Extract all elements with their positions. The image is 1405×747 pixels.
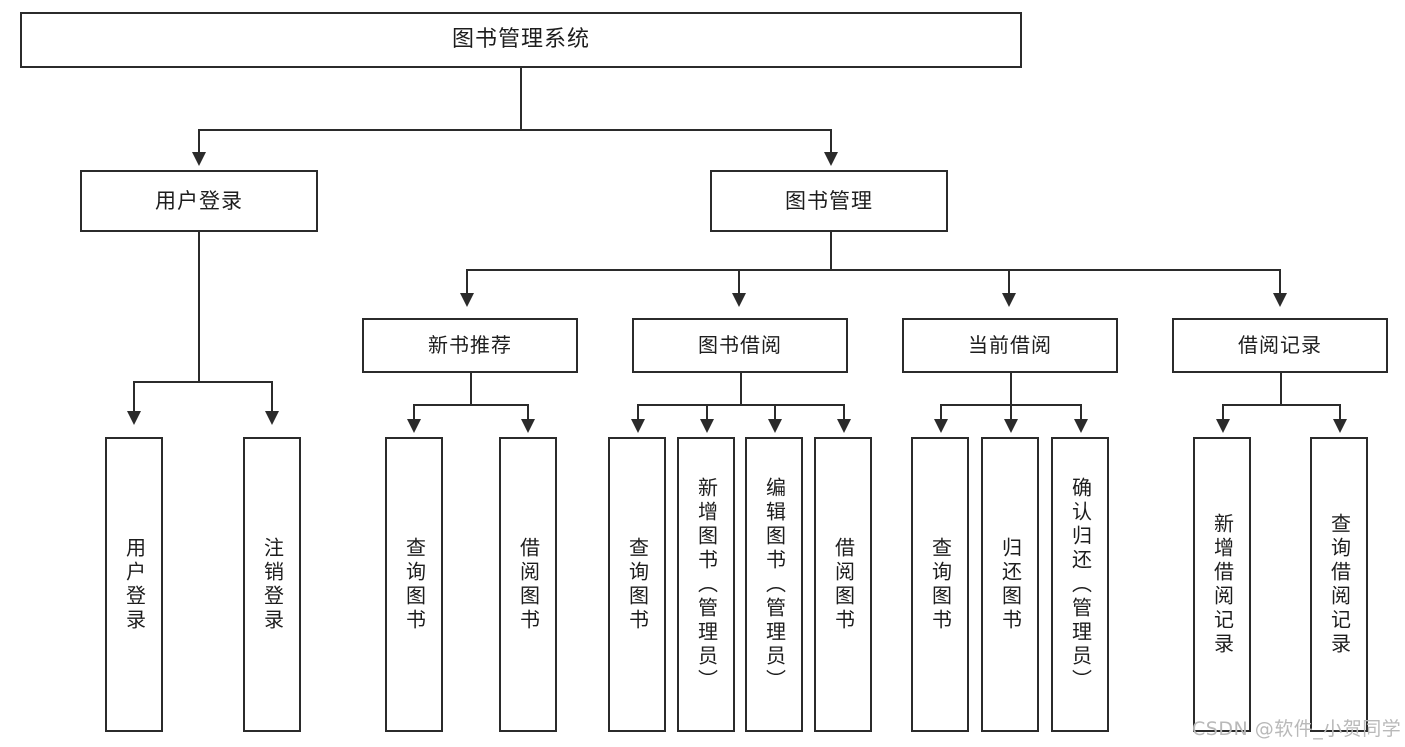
leaf-user-login[interactable]: 用户登录: [105, 437, 163, 732]
node-user-login[interactable]: 用户登录: [80, 170, 318, 232]
connector-br-bus: [1222, 404, 1339, 406]
leaf-bb-query-book[interactable]: 查询图书: [608, 437, 666, 732]
arrowhead-bm-to-book-borrow: [732, 293, 746, 307]
connector-cb-leaf-2: [1010, 404, 1012, 420]
connector-root-stem: [520, 68, 522, 130]
connector-br-leaf-1: [1222, 404, 1224, 420]
leaf-logout-label: 注销登录: [260, 536, 285, 633]
node-new-book-recommend-label: 新书推荐: [428, 333, 512, 357]
connector-root-to-book-management: [830, 129, 832, 154]
arrowhead-bm-to-borrow-record: [1273, 293, 1287, 307]
leaf-cb-return-book-label: 归还图书: [998, 536, 1023, 633]
node-root-label: 图书管理系统: [451, 27, 590, 53]
connector-user-login-to-leaf-1: [133, 381, 135, 413]
connector-user-login-to-leaf-2: [271, 381, 273, 413]
connector-nbr-stem: [470, 373, 472, 405]
leaf-cb-confirm-return-admin[interactable]: 确认归还（管理员）: [1051, 437, 1109, 732]
connector-root-to-user-login: [198, 129, 200, 154]
connector-br-stem: [1280, 373, 1282, 405]
arrowhead-cb-leaf-1: [934, 419, 948, 433]
leaf-bb-borrow-book[interactable]: 借阅图书: [814, 437, 872, 732]
connector-root-bus: [198, 129, 832, 131]
connector-nbr-leaf-2: [527, 404, 529, 420]
connector-book-management-stem: [830, 232, 832, 270]
node-book-management[interactable]: 图书管理: [710, 170, 948, 232]
node-book-management-label: 图书管理: [785, 188, 873, 213]
leaf-bb-edit-book-admin[interactable]: 编辑图书（管理员）: [745, 437, 803, 732]
arrowhead-bm-to-current-borrow: [1002, 293, 1016, 307]
connector-cb-stem: [1010, 373, 1012, 405]
arrowhead-nbr-leaf-2: [521, 419, 535, 433]
node-new-book-recommend[interactable]: 新书推荐: [362, 318, 578, 373]
node-borrow-record-label: 借阅记录: [1238, 333, 1322, 357]
node-current-borrow[interactable]: 当前借阅: [902, 318, 1118, 373]
connector-user-login-bus: [133, 381, 271, 383]
arrowhead-root-to-user-login: [192, 152, 206, 166]
connector-nbr-leaf-1: [413, 404, 415, 420]
arrowhead-user-login-leaf-1: [127, 411, 141, 425]
leaf-br-query-record-label: 查询借阅记录: [1327, 512, 1352, 657]
leaf-cb-query-book-label: 查询图书: [928, 536, 953, 633]
leaf-br-add-record-label: 新增借阅记录: [1210, 512, 1235, 657]
connector-bm-to-new-book: [466, 269, 468, 295]
leaf-cb-query-book[interactable]: 查询图书: [911, 437, 969, 732]
connector-bb-stem: [740, 373, 742, 405]
leaf-bb-add-book-admin-label: 新增图书（管理员）: [694, 476, 719, 693]
connector-br-leaf-2: [1339, 404, 1341, 420]
arrowhead-bb-leaf-2: [700, 419, 714, 433]
node-root-book-management-system[interactable]: 图书管理系统: [20, 12, 1022, 68]
connector-bb-leaf-4: [843, 404, 845, 420]
arrowhead-bm-to-new-book: [460, 293, 474, 307]
node-book-borrow-label: 图书借阅: [698, 333, 782, 357]
leaf-bb-query-book-label: 查询图书: [625, 536, 650, 633]
leaf-nbr-query-book[interactable]: 查询图书: [385, 437, 443, 732]
arrowhead-br-leaf-2: [1333, 419, 1347, 433]
connector-nbr-bus: [413, 404, 527, 406]
arrowhead-cb-leaf-3: [1074, 419, 1088, 433]
leaf-br-add-record[interactable]: 新增借阅记录: [1193, 437, 1251, 732]
leaf-br-query-record[interactable]: 查询借阅记录: [1310, 437, 1368, 732]
arrowhead-bb-leaf-1: [631, 419, 645, 433]
leaf-user-login-label: 用户登录: [122, 536, 147, 633]
csdn-watermark: CSDN @软件_小贺同学: [1192, 718, 1402, 740]
connector-bb-leaf-1: [637, 404, 639, 420]
node-book-borrow[interactable]: 图书借阅: [632, 318, 848, 373]
arrowhead-bb-leaf-4: [837, 419, 851, 433]
leaf-bb-edit-book-admin-label: 编辑图书（管理员）: [762, 476, 787, 693]
arrowhead-cb-leaf-2: [1004, 419, 1018, 433]
arrowhead-br-leaf-1: [1216, 419, 1230, 433]
arrowhead-root-to-book-management: [824, 152, 838, 166]
connector-bb-leaf-3: [774, 404, 776, 420]
node-user-login-label: 用户登录: [155, 188, 243, 213]
leaf-nbr-borrow-book-label: 借阅图书: [516, 536, 541, 633]
connector-cb-leaf-3: [1080, 404, 1082, 420]
leaf-nbr-borrow-book[interactable]: 借阅图书: [499, 437, 557, 732]
leaf-nbr-query-book-label: 查询图书: [402, 536, 427, 633]
connector-bb-bus: [637, 404, 843, 406]
connector-bm-to-current-borrow: [1008, 269, 1010, 295]
connector-user-login-stem: [198, 232, 200, 382]
arrowhead-user-login-leaf-2: [265, 411, 279, 425]
connector-bm-to-borrow-record: [1279, 269, 1281, 295]
connector-cb-leaf-1: [940, 404, 942, 420]
leaf-logout[interactable]: 注销登录: [243, 437, 301, 732]
leaf-cb-return-book[interactable]: 归还图书: [981, 437, 1039, 732]
node-borrow-record[interactable]: 借阅记录: [1172, 318, 1388, 373]
arrowhead-nbr-leaf-1: [407, 419, 421, 433]
connector-bm-to-book-borrow: [738, 269, 740, 295]
leaf-cb-confirm-return-admin-label: 确认归还（管理员）: [1068, 476, 1093, 693]
leaf-bb-add-book-admin[interactable]: 新增图书（管理员）: [677, 437, 735, 732]
leaf-bb-borrow-book-label: 借阅图书: [831, 536, 856, 633]
arrowhead-bb-leaf-3: [768, 419, 782, 433]
node-current-borrow-label: 当前借阅: [968, 333, 1052, 357]
connector-bb-leaf-2: [706, 404, 708, 420]
connector-book-management-bus: [466, 269, 1280, 271]
